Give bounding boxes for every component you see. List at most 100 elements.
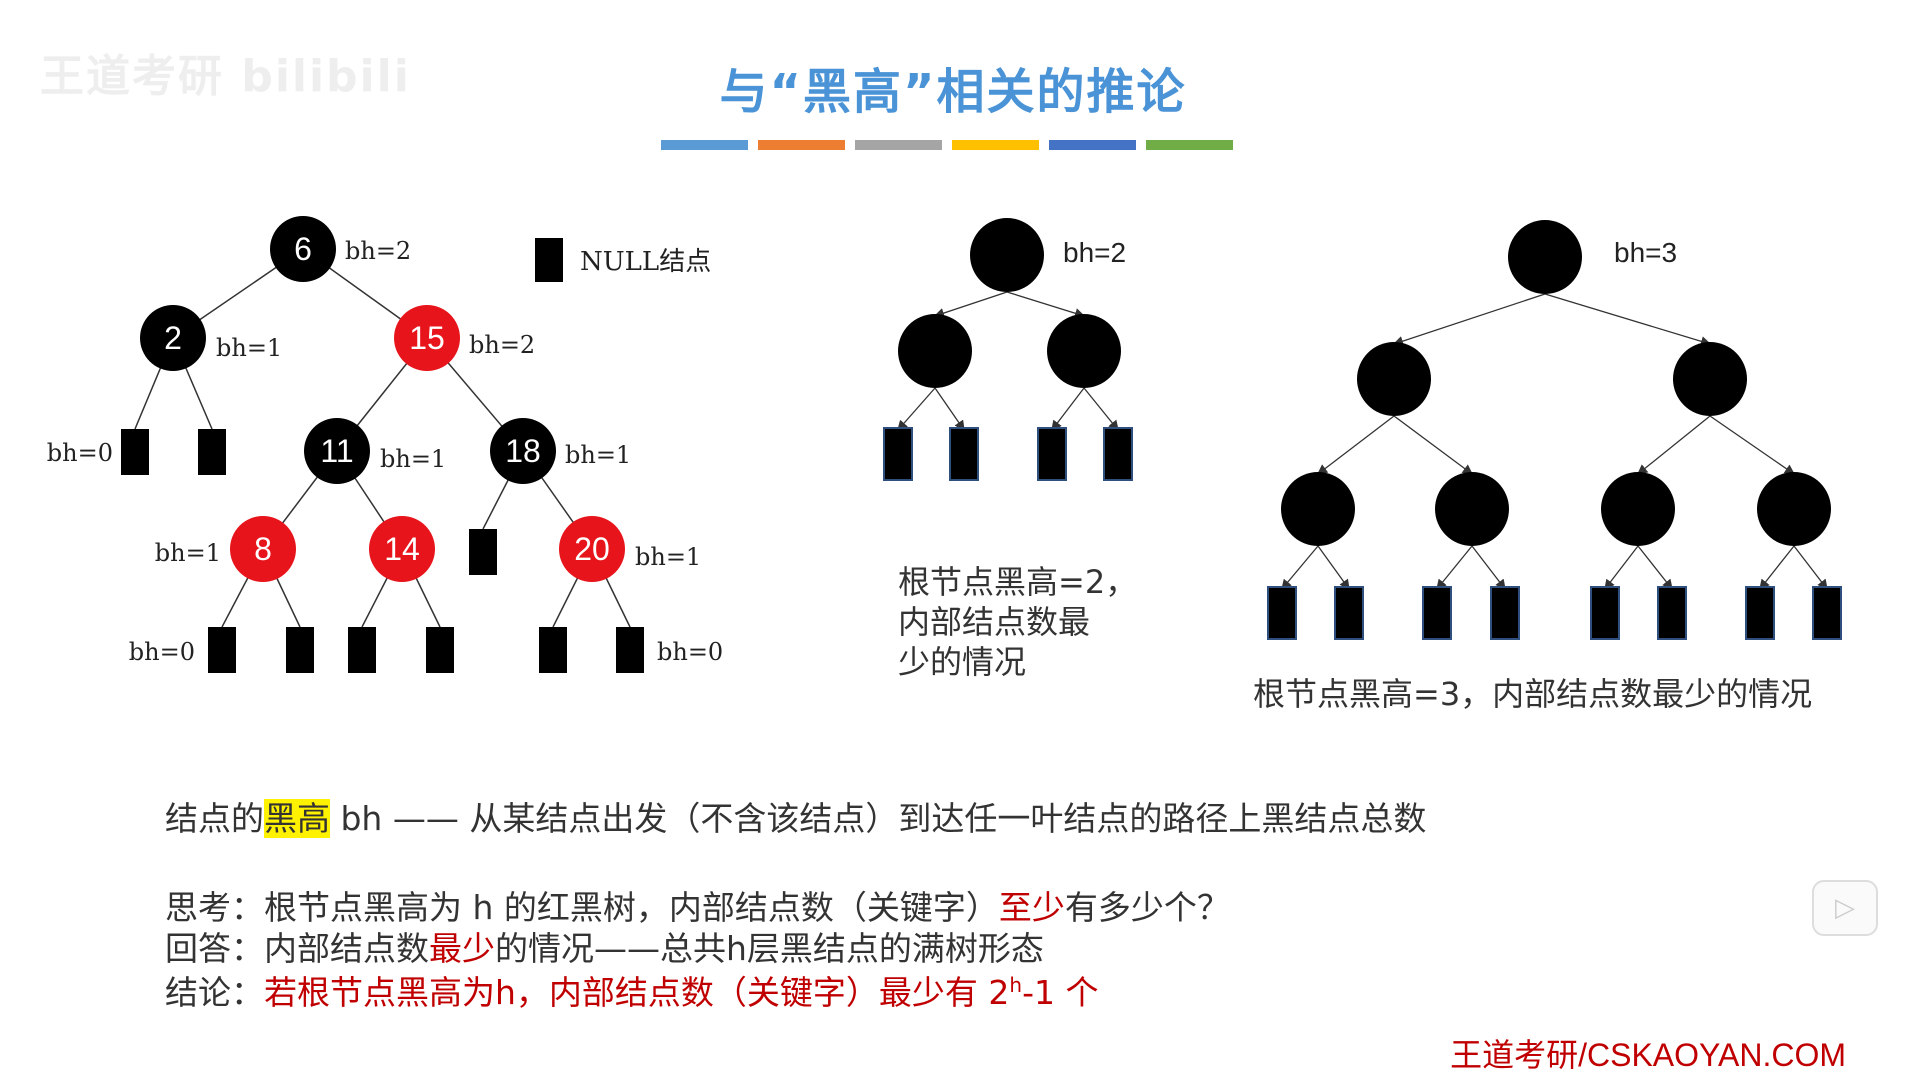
a-suffix: 的情况——总共h层黑结点的满树形态 — [495, 929, 1044, 968]
tree3-edge — [1636, 415, 1711, 475]
tree1-null-node — [616, 627, 644, 673]
tree2-null-node — [1103, 427, 1133, 481]
tree2-caption-line-3: 少的情况 — [898, 643, 1027, 681]
tree3-edge — [1393, 415, 1474, 475]
tree3-level3-node — [1281, 472, 1355, 546]
tree2-caption: 根节点黑高=2， 内部结点数最 少的情况 — [898, 562, 1158, 682]
watermark: 王道考研 bilibili — [40, 51, 411, 102]
tree2-null-node — [1037, 427, 1067, 481]
tree3-edge — [1709, 415, 1796, 475]
tree2-child — [898, 314, 972, 388]
tree1-node-key: 2 — [164, 320, 182, 356]
q-red: 至少 — [998, 888, 1065, 927]
tree1-null-node — [426, 627, 454, 673]
title-bar-segment-5 — [1146, 140, 1233, 150]
tree1-node-2 — [140, 305, 206, 371]
def-highlight: 黑高 — [264, 799, 330, 838]
tree1-node-18 — [490, 418, 556, 484]
tree1-node-key: 18 — [505, 433, 541, 469]
def-prefix: 结点的 — [165, 799, 264, 838]
tree1-node-11 — [304, 418, 370, 484]
tree2-null-edge — [1083, 387, 1119, 432]
tree1-node-20 — [559, 516, 625, 582]
tree2-edge — [1006, 291, 1086, 319]
tree3-null-edge — [1637, 545, 1673, 591]
slide-title: 与“黑高”相关的推论 — [719, 64, 1187, 120]
tree1-node-key: 20 — [574, 531, 610, 567]
tree1-bh-label: bh=1 — [380, 445, 446, 473]
tree1-bh-label: bh=1 — [565, 441, 631, 469]
tree2-edge — [933, 291, 1008, 319]
tree3-null-node — [1657, 586, 1687, 640]
c-sup: h — [1009, 973, 1023, 997]
tree3-null-edge — [1436, 545, 1473, 591]
tree2-child — [1047, 314, 1121, 388]
tree1-bh-label: bh=1 — [635, 543, 701, 571]
title-bar-segment-0 — [661, 140, 748, 150]
tree1-null-bh-label: bh=0 — [129, 638, 195, 666]
tree3-null-edge — [1793, 545, 1828, 591]
legend-label: NULL结点 — [580, 247, 711, 277]
tree3-null-node — [1490, 586, 1520, 640]
tree1-null-node — [208, 627, 236, 673]
tree1-null-node — [348, 627, 376, 673]
tree3-null-edge — [1471, 545, 1506, 591]
tree2-caption-line-2: 内部结点数最 — [898, 603, 1091, 641]
tree1-node-key: 11 — [320, 433, 353, 469]
tree1-node-key: 14 — [384, 531, 420, 567]
legend-null-square — [535, 238, 563, 282]
definition-line: 结点的黑高 bh —— 从某结点出发（不含该结点）到达任一叶结点的路径上黑结点总… — [165, 792, 1426, 840]
tree1-node-8 — [230, 516, 296, 582]
tree1-null-node — [286, 627, 314, 673]
tree2-null-node — [949, 427, 979, 481]
tree1-node-key: 8 — [254, 531, 272, 567]
tree3-level2-node — [1673, 342, 1747, 416]
tree3-edge — [1392, 293, 1546, 347]
tree1-null-node — [469, 529, 497, 575]
question-line: 思考：根节点黑高为 h 的红黑树，内部结点数（关键字）至少有多少个？ — [165, 881, 1230, 929]
q-prefix: 思考：根节点黑高为 h 的红黑树，内部结点数（关键字） — [165, 888, 999, 927]
play-button[interactable]: ▷ — [1812, 880, 1878, 936]
tree1-bh-label: bh=2 — [469, 331, 535, 359]
tree3-null-node — [1267, 586, 1297, 640]
tree2-caption-line-1: 根节点黑高=2， — [898, 563, 1138, 601]
tree1-null-node — [121, 429, 149, 475]
tree3-null-edge — [1759, 545, 1795, 591]
tree1-bh-label: bh=1 — [216, 334, 282, 362]
answer-line: 回答：内部结点数最少的情况——总共h层黑结点的满树形态 — [165, 922, 1044, 970]
title-bar-segment-2 — [855, 140, 942, 150]
tree2-null-edge — [934, 387, 965, 432]
tree3-level3-node — [1757, 472, 1831, 546]
tree1-null-node — [198, 429, 226, 475]
title-bar-segment-3 — [952, 140, 1039, 150]
tree3-null-edge — [1281, 545, 1319, 590]
tree3-null-node — [1745, 586, 1775, 640]
tree3-edge — [1316, 415, 1395, 475]
tree3-caption: 根节点黑高=3，内部结点数最少的情况 — [1253, 675, 1813, 713]
c-prefix: 结论： — [165, 973, 264, 1012]
tree2-root — [970, 218, 1044, 292]
tree1-bh-label: bh=2 — [345, 237, 411, 265]
tree1-null-bh-label: bh=0 — [657, 638, 723, 666]
tree1-null-bh-label: bh=0 — [47, 439, 113, 467]
tree1-node-14 — [369, 516, 435, 582]
tree3-null-node — [1422, 586, 1452, 640]
tree2-null-edge — [1051, 387, 1085, 432]
a-red: 最少 — [429, 929, 495, 968]
title-color-bar — [661, 140, 1233, 150]
tree3-null-node — [1590, 586, 1620, 640]
tree1-node-key: 6 — [294, 231, 312, 267]
tree3-level3-node — [1435, 472, 1509, 546]
title-bar-segment-4 — [1049, 140, 1136, 150]
tree1-node-15 — [394, 305, 460, 371]
footer-brand: 王道考研/CSKAOYAN.COM — [1450, 1037, 1846, 1073]
title-bar-segment-1 — [758, 140, 845, 150]
tree3-edge — [1544, 293, 1712, 347]
tree2-bh-label: bh=2 — [1063, 237, 1126, 268]
tree2-null-node — [883, 427, 913, 481]
tree3-level3-node — [1601, 472, 1675, 546]
tree3-null-node — [1812, 586, 1842, 640]
tree3-null-edge — [1317, 545, 1350, 591]
q-suffix: 有多少个？ — [1064, 888, 1230, 927]
